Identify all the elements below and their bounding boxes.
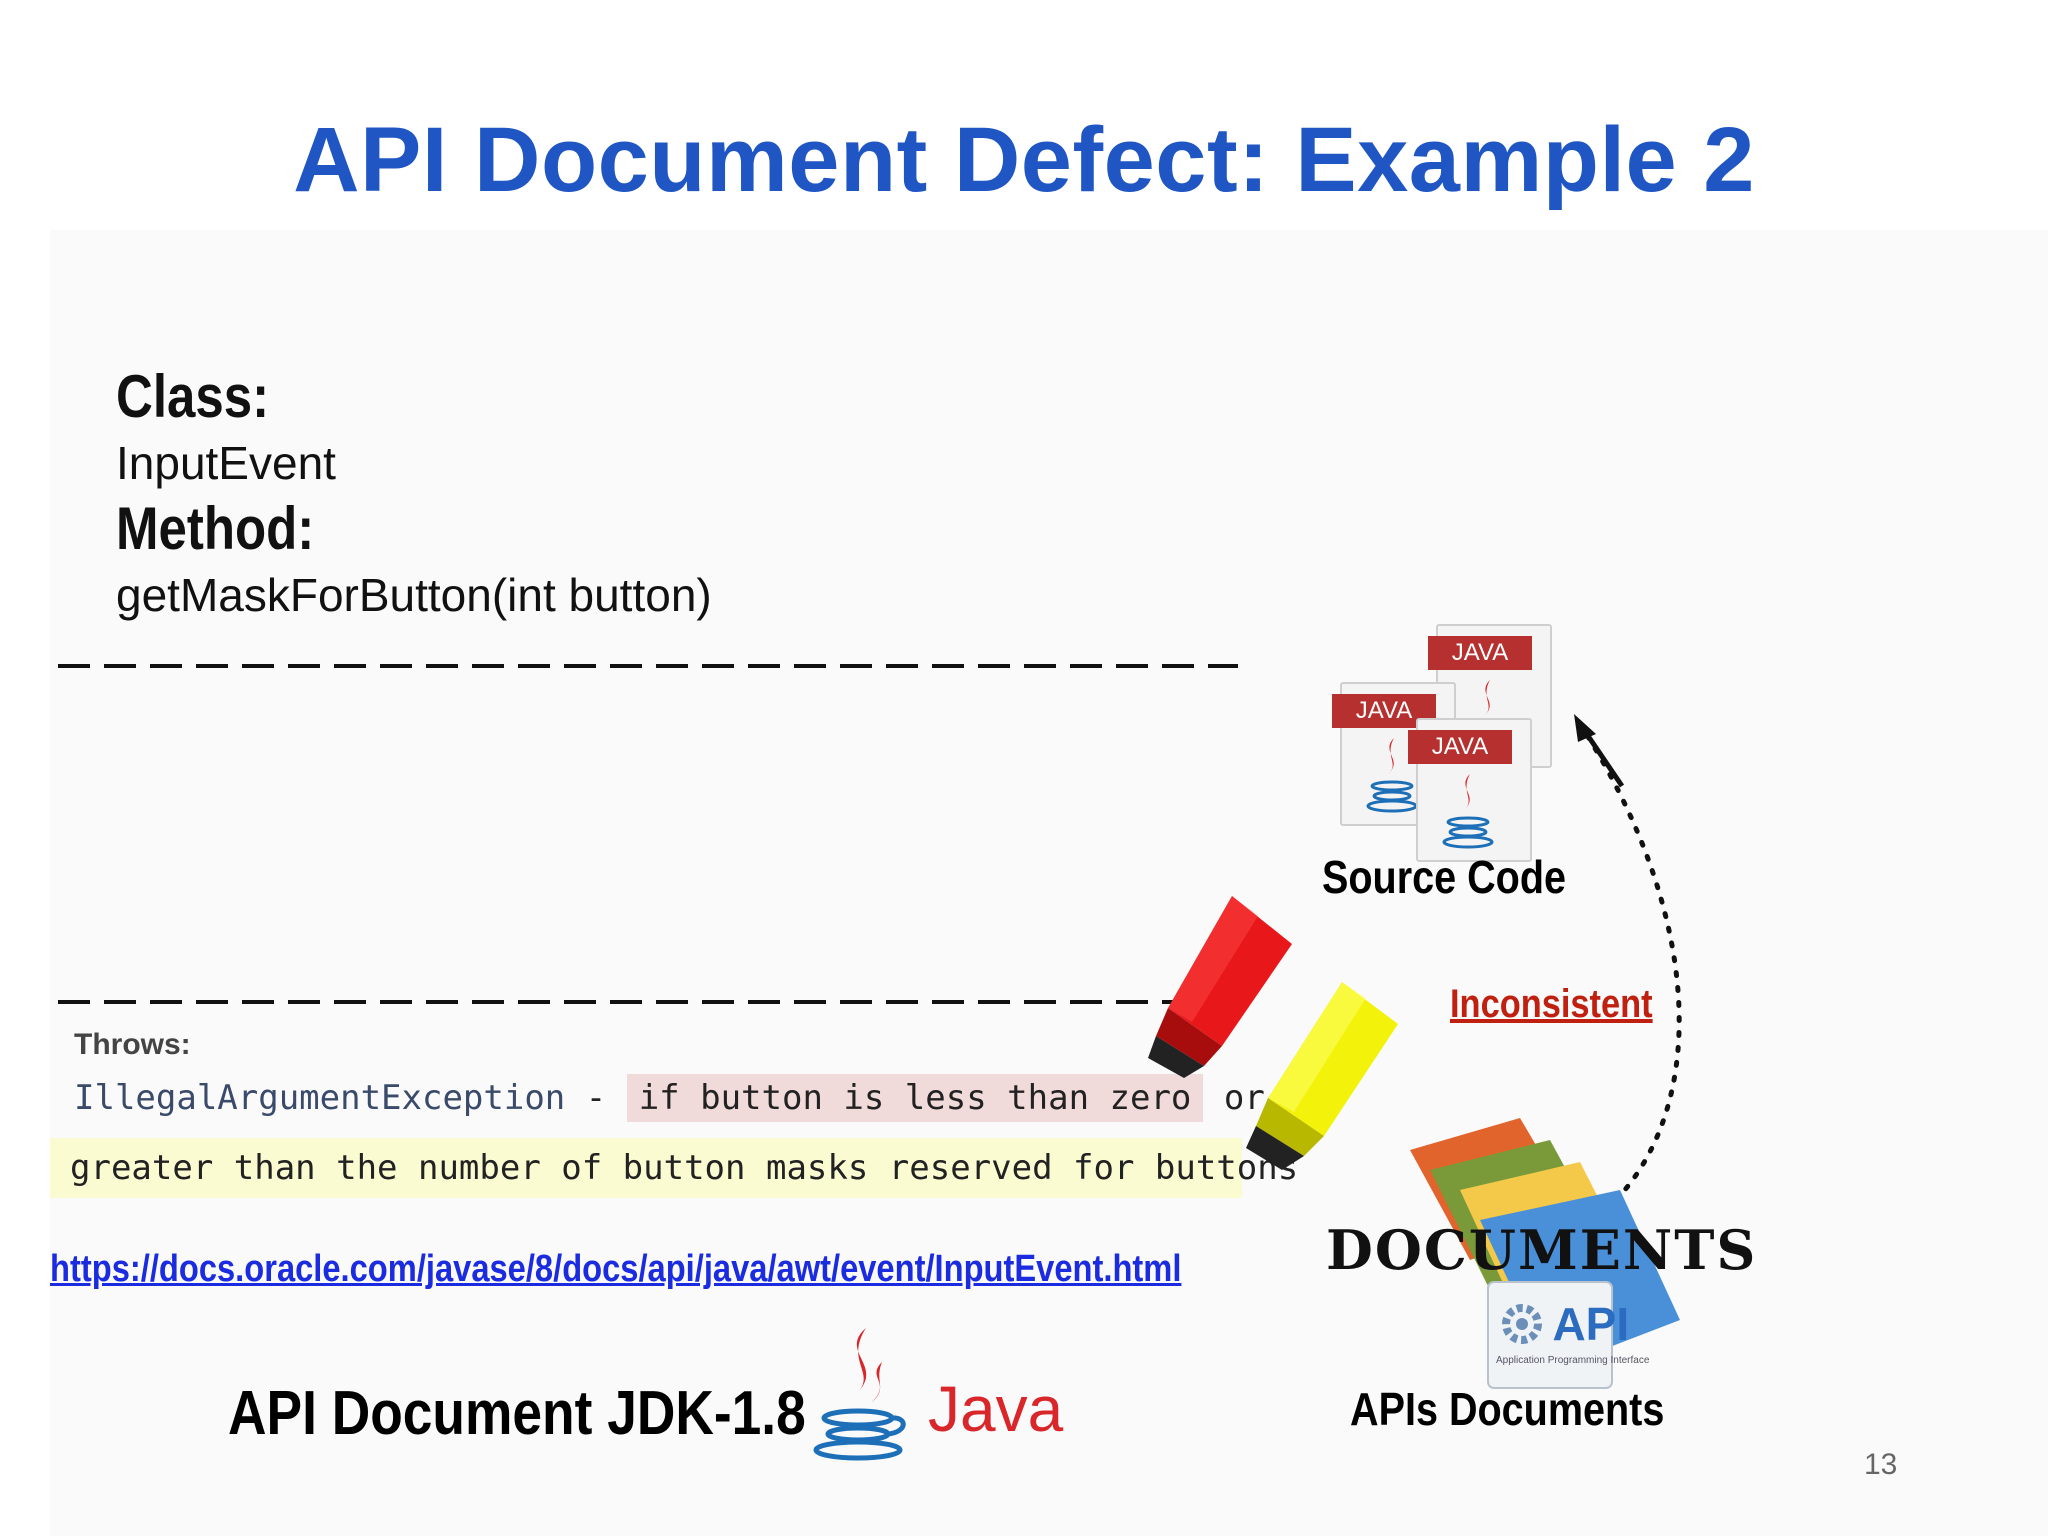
gear-icon <box>1502 1304 1542 1344</box>
yellow-highlighter-icon <box>1246 982 1398 1170</box>
exception-name: IllegalArgumentException <box>74 1078 566 1118</box>
java-file-tag: JAVA <box>1408 730 1512 764</box>
page-number: 13 <box>1864 1448 1898 1481</box>
jdk-label: API Document JDK-1.8 <box>228 1379 806 1448</box>
yellow-highlight-bar <box>50 1138 1242 1198</box>
java-file-icon: JAVA <box>1408 718 1532 862</box>
highlight-yellow-text: greater than the number of button masks … <box>70 1148 1299 1188</box>
documents-folder-icon <box>1410 1118 1680 1389</box>
method-value: getMaskForButton(int button) <box>116 569 712 621</box>
api-badge-subtitle: Application Programming Interface <box>1496 1355 1650 1366</box>
throws-label: Throws: <box>74 1028 191 1061</box>
exception-line: IllegalArgumentException - if button is … <box>74 1074 1265 1122</box>
dotted-arrow-icon <box>1574 714 1682 1203</box>
java-logo-icon <box>813 1328 906 1461</box>
java-file-tag: JAVA <box>1332 694 1436 728</box>
slide-title: API Document Defect: Example 2 <box>293 109 1755 211</box>
java-cup-icon <box>1366 738 1418 813</box>
exception-separator: - <box>565 1078 627 1118</box>
highlight-red-text: if button is less than zero <box>626 1074 1204 1122</box>
documentation-link[interactable]: https://docs.oracle.com/javase/8/docs/ap… <box>50 1248 1182 1290</box>
api-badge-text: API <box>1552 1298 1630 1350</box>
java-file-tag: JAVA <box>1428 636 1532 670</box>
red-highlighter-icon <box>1148 896 1292 1078</box>
documents-word: DOCUMENTS <box>1326 1218 1758 1282</box>
content-panel <box>50 230 2048 1536</box>
or-text: or <box>1203 1078 1265 1118</box>
java-logo-text: Java <box>928 1373 1064 1445</box>
class-heading: Class: <box>116 363 270 430</box>
method-heading: Method: <box>116 495 315 562</box>
class-value: InputEvent <box>116 437 336 489</box>
dashed-separator-bottom <box>58 1000 1188 1004</box>
inconsistent-label: Inconsistent <box>1450 982 1653 1026</box>
dashed-separator-top <box>58 664 1238 668</box>
java-cup-icon <box>1442 774 1494 849</box>
source-code-label: Source Code <box>1322 851 1567 903</box>
apis-documents-label: APIs Documents <box>1350 1383 1665 1435</box>
api-badge: API Application Programming Interface <box>1496 1298 1649 1366</box>
